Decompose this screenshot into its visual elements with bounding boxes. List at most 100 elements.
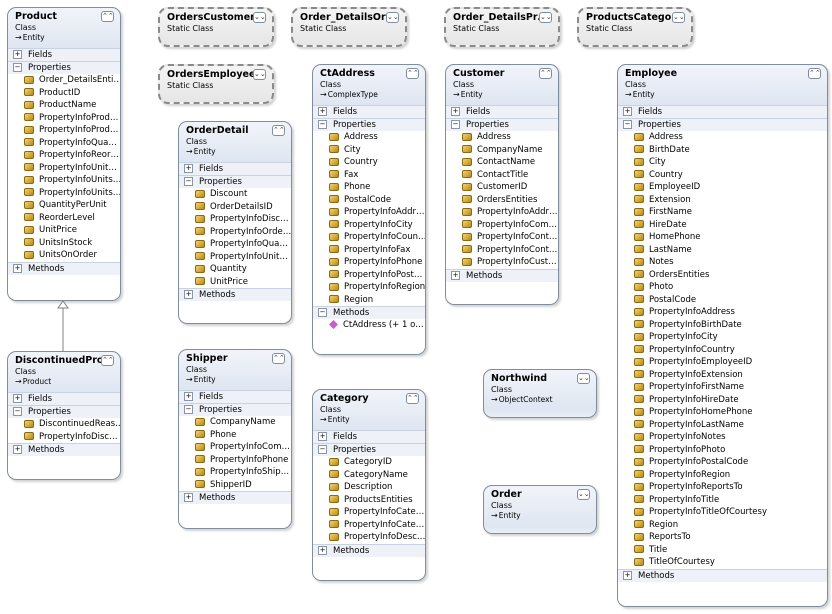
- property-item[interactable]: CompanyName: [179, 416, 291, 429]
- property-item[interactable]: PropertyInfoTitle: [618, 494, 827, 507]
- property-item[interactable]: Country: [618, 169, 827, 182]
- property-item[interactable]: DiscontinuedReas…: [8, 418, 120, 431]
- collapse-toggle-icon[interactable]: ⌃⌃: [272, 125, 285, 136]
- properties-section[interactable]: −Properties: [446, 118, 558, 131]
- property-item[interactable]: PropertyInfoOrde…: [179, 226, 291, 239]
- property-item[interactable]: PropertyInfoDisc…: [8, 431, 120, 444]
- property-item[interactable]: ContactTitle: [446, 169, 558, 182]
- property-item[interactable]: PropertyInfoProd…: [8, 112, 120, 125]
- properties-section[interactable]: −Properties: [179, 403, 291, 416]
- property-item[interactable]: Extension: [618, 194, 827, 207]
- expand-toggle-icon[interactable]: ⌄⌄: [386, 12, 399, 23]
- property-item[interactable]: PropertyInfoCoun…: [313, 231, 425, 244]
- fields-section[interactable]: +Fields: [446, 105, 558, 118]
- methods-section[interactable]: +Methods: [8, 261, 120, 275]
- property-item[interactable]: Fax: [313, 169, 425, 182]
- collapse-toggle-icon[interactable]: ⌃⌃: [539, 68, 552, 79]
- property-item[interactable]: Photo: [618, 281, 827, 294]
- property-item[interactable]: PropertyInfoAddr…: [446, 206, 558, 219]
- property-item[interactable]: Address: [446, 131, 558, 144]
- property-item[interactable]: Country: [313, 156, 425, 169]
- property-item[interactable]: QuantityPerUnit: [8, 199, 120, 212]
- property-item[interactable]: PropertyInfoReor…: [8, 149, 120, 162]
- expand-toggle-icon[interactable]: ⌄⌄: [577, 489, 590, 500]
- property-item[interactable]: PropertyInfoExtension: [618, 369, 827, 382]
- property-item[interactable]: PropertyInfoQua…: [179, 238, 291, 251]
- property-item[interactable]: OrdersEntities: [446, 194, 558, 207]
- property-item[interactable]: PropertyInfoUnit…: [179, 251, 291, 264]
- property-item[interactable]: PropertyInfoBirthDate: [618, 319, 827, 332]
- property-item[interactable]: Title: [618, 544, 827, 557]
- fields-section[interactable]: +Fields: [8, 392, 120, 405]
- property-item[interactable]: PropertyInfoReportsTo: [618, 481, 827, 494]
- method-item[interactable]: CtAddress (+ 1 o…: [313, 319, 425, 332]
- property-item[interactable]: City: [313, 144, 425, 157]
- property-item[interactable]: ProductName: [8, 99, 120, 112]
- order-details-pr-shape[interactable]: Order_DetailsPr… Static Class ⌄⌄: [444, 7, 560, 47]
- property-item[interactable]: UnitPrice: [8, 224, 120, 237]
- collapse-toggle-icon[interactable]: ⌃⌃: [101, 11, 114, 22]
- expand-toggle-icon[interactable]: ⌄⌄: [539, 12, 552, 23]
- property-item[interactable]: HomePhone: [618, 231, 827, 244]
- property-item[interactable]: PropertyInfoLastName: [618, 419, 827, 432]
- category-shape[interactable]: Category Class →Entity ⌃⌃ +Fields −Prope…: [312, 389, 426, 581]
- property-item[interactable]: Discount: [179, 188, 291, 201]
- property-item[interactable]: PropertyInfoAddr…: [313, 206, 425, 219]
- property-item[interactable]: CategoryName: [313, 469, 425, 482]
- property-item[interactable]: PropertyInfoUnits…: [8, 174, 120, 187]
- property-item[interactable]: Phone: [179, 429, 291, 442]
- property-item[interactable]: PropertyInfoHomePhone: [618, 406, 827, 419]
- products-category-shape[interactable]: ProductsCategor… Static Class ⌄⌄: [577, 7, 693, 47]
- property-item[interactable]: Quantity: [179, 263, 291, 276]
- collapse-toggle-icon[interactable]: ⌃⌃: [406, 68, 419, 79]
- property-item[interactable]: PropertyInfoPost…: [313, 269, 425, 282]
- properties-section[interactable]: −Properties: [313, 443, 425, 456]
- property-item[interactable]: PropertyInfoQua…: [8, 137, 120, 150]
- fields-section[interactable]: +Fields: [179, 390, 291, 403]
- property-item[interactable]: PropertyInfoFirstName: [618, 381, 827, 394]
- property-item[interactable]: Notes: [618, 256, 827, 269]
- property-item[interactable]: Order_DetailsEnti…: [8, 74, 120, 87]
- property-item[interactable]: PropertyInfoPhone: [313, 256, 425, 269]
- property-item[interactable]: CompanyName: [446, 144, 558, 157]
- property-item[interactable]: LastName: [618, 244, 827, 257]
- order-detail-shape[interactable]: OrderDetail Class →Entity ⌃⌃ +Fields −Pr…: [178, 121, 292, 324]
- expand-toggle-icon[interactable]: ⌄⌄: [577, 373, 590, 384]
- property-item[interactable]: CustomerID: [446, 181, 558, 194]
- property-item[interactable]: ProductID: [8, 87, 120, 100]
- properties-section[interactable]: −Properties: [8, 61, 120, 74]
- property-item[interactable]: PropertyInfoCate…: [313, 506, 425, 519]
- methods-section[interactable]: +Methods: [446, 268, 558, 282]
- property-item[interactable]: PropertyInfoCont…: [446, 244, 558, 257]
- property-item[interactable]: PropertyInfoUnits…: [8, 187, 120, 200]
- property-item[interactable]: City: [618, 156, 827, 169]
- expand-toggle-icon[interactable]: ⌄⌄: [253, 12, 266, 23]
- ct-address-shape[interactable]: CtAddress Class →ComplexType ⌃⌃ +Fields …: [312, 64, 426, 355]
- property-item[interactable]: OrdersEntities: [618, 269, 827, 282]
- methods-section[interactable]: +Methods: [179, 288, 291, 301]
- property-item[interactable]: PropertyInfoEmployeeID: [618, 356, 827, 369]
- property-item[interactable]: PropertyInfoRegion: [618, 469, 827, 482]
- property-item[interactable]: PropertyInfoCom…: [179, 441, 291, 454]
- fields-section[interactable]: +Fields: [313, 105, 425, 118]
- property-item[interactable]: PropertyInfoAddress: [618, 306, 827, 319]
- property-item[interactable]: PropertyInfoCity: [618, 331, 827, 344]
- properties-section[interactable]: −Properties: [179, 175, 291, 188]
- property-item[interactable]: PropertyInfoCountry: [618, 344, 827, 357]
- collapse-toggle-icon[interactable]: ⌃⌃: [406, 393, 419, 404]
- methods-section[interactable]: +Methods: [8, 443, 120, 456]
- property-item[interactable]: UnitsOnOrder: [8, 249, 120, 262]
- property-item[interactable]: UnitsInStock: [8, 237, 120, 250]
- expand-toggle-icon[interactable]: ⌄⌄: [672, 12, 685, 23]
- methods-section[interactable]: −Methods: [313, 306, 425, 319]
- shipper-shape[interactable]: Shipper Class →Entity ⌃⌃ +Fields −Proper…: [178, 349, 292, 529]
- property-item[interactable]: PropertyInfoHireDate: [618, 394, 827, 407]
- property-item[interactable]: HireDate: [618, 219, 827, 232]
- properties-section[interactable]: −Properties: [313, 118, 425, 131]
- property-item[interactable]: Region: [618, 519, 827, 532]
- property-item[interactable]: PropertyInfoDisc…: [179, 213, 291, 226]
- properties-section[interactable]: −Properties: [618, 118, 827, 131]
- property-item[interactable]: TitleOfCourtesy: [618, 556, 827, 569]
- property-item[interactable]: ReorderLevel: [8, 212, 120, 225]
- property-item[interactable]: ShipperID: [179, 479, 291, 492]
